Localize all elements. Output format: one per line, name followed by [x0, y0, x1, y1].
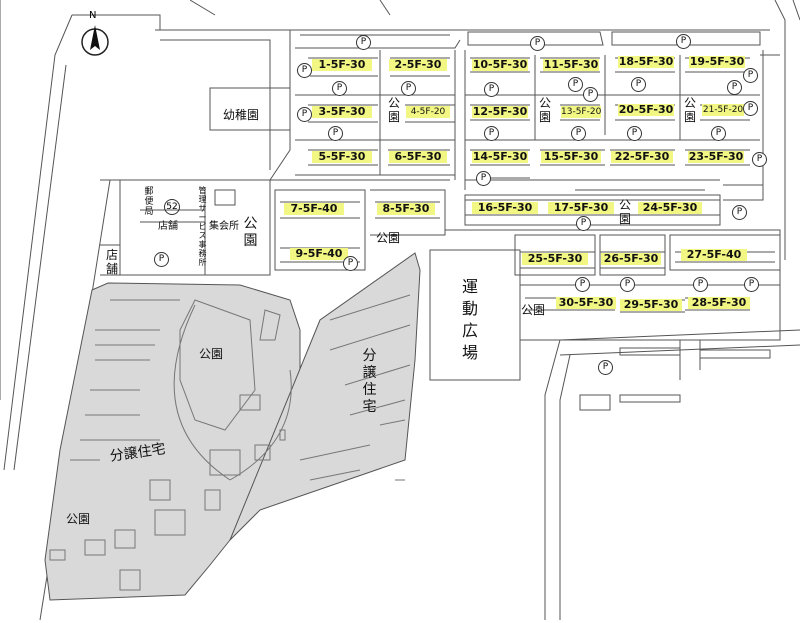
parking-icon: P	[530, 36, 545, 51]
parking-icon: P	[568, 77, 583, 92]
park-label-4: 公園	[683, 96, 696, 124]
building-18-label: 18-5F-30	[618, 55, 674, 68]
building-30-label: 30-5F-30	[556, 297, 616, 309]
building-19-label: 19-5F-30	[689, 55, 745, 68]
building-24-label: 24-5F-30	[638, 202, 702, 214]
meeting-hall-label: 集会所	[209, 221, 239, 232]
parking-icon: P	[476, 171, 491, 186]
building-7-label: 7-5F-40	[284, 203, 344, 215]
parking-icon: P	[743, 101, 758, 116]
north-arrow-icon	[81, 25, 109, 56]
parking-icon: P	[732, 205, 747, 220]
building-20-label: 20-5F-30	[618, 103, 674, 116]
building-10-label: 10-5F-30	[472, 58, 528, 71]
private-housing-label-2: 分譲住宅	[362, 348, 377, 415]
park-label-2: 公園	[387, 96, 400, 124]
parking-icon: P	[693, 277, 708, 292]
building-2-label: 2-5F-30	[389, 59, 447, 71]
route-number-badge: 52	[164, 199, 180, 215]
mgmt-office-label: 管理サービス事務所	[198, 186, 207, 267]
shop-label: 店舗	[158, 221, 178, 232]
post-office-label: 郵便局	[144, 187, 154, 217]
building-9-label: 9-5F-40	[290, 248, 348, 260]
parking-icon: P	[727, 80, 742, 95]
building-17-label: 17-5F-30	[548, 202, 614, 214]
parking-icon: P	[752, 152, 767, 167]
parking-icon: P	[743, 68, 758, 83]
park-label-3: 公園	[538, 96, 551, 124]
park-label-5: 公園	[618, 198, 631, 226]
park-label-9: 公園	[66, 512, 91, 526]
parking-icon: P	[744, 277, 759, 292]
parking-icon: P	[583, 87, 598, 102]
park-label-1: 公園	[243, 216, 258, 249]
parking-icon: P	[631, 77, 646, 92]
park-label-8: 公園	[199, 347, 224, 361]
parking-icon: P	[343, 256, 358, 271]
parking-icon: P	[401, 81, 416, 96]
building-5-label: 5-5F-30	[312, 151, 372, 163]
parking-icon: P	[328, 126, 343, 141]
parking-icon: P	[297, 63, 312, 78]
park-label-6: 公園	[376, 231, 401, 245]
parking-icon: P	[484, 82, 499, 97]
parking-icon: P	[676, 34, 691, 49]
sports-ground-label: 運動広場	[461, 277, 478, 362]
building-27-label: 27-5F-40	[681, 249, 747, 261]
parking-icon: P	[598, 360, 613, 375]
parking-icon: P	[627, 126, 642, 141]
park-label-7: 公園	[521, 303, 546, 317]
parking-icon: P	[576, 216, 591, 231]
building-28-label: 28-5F-30	[688, 297, 750, 309]
parking-icon: P	[484, 126, 499, 141]
shop-corner-label: 店舗	[105, 248, 118, 276]
kindergarten-label: 幼稚園	[223, 108, 260, 122]
building-13-label: 13-5F-20	[561, 106, 602, 118]
parking-icon: P	[356, 35, 371, 50]
building-14-label: 14-5F-30	[472, 150, 528, 163]
building-25-label: 25-5F-30	[522, 253, 588, 265]
building-1-label: 1-5F-30	[312, 59, 372, 71]
building-12-label: 12-5F-30	[472, 105, 528, 118]
parking-icon: P	[711, 126, 726, 141]
building-26-label: 26-5F-30	[601, 253, 661, 265]
parking-icon: P	[571, 126, 586, 141]
north-label: N	[89, 10, 97, 21]
building-11-label: 11-5F-30	[543, 58, 599, 71]
building-15-label: 15-5F-30	[541, 151, 601, 163]
parking-icon: P	[154, 252, 169, 267]
building-29-label: 29-5F-30	[620, 299, 682, 311]
building-16-label: 16-5F-30	[472, 202, 538, 214]
parking-icon: P	[620, 277, 635, 292]
parking-icon: P	[297, 107, 312, 122]
building-22-label: 22-5F-30	[611, 151, 673, 163]
building-23-label: 23-5F-30	[688, 150, 744, 163]
building-8-label: 8-5F-30	[377, 203, 435, 215]
building-6-label: 6-5F-30	[389, 151, 447, 163]
building-21-label: 21-5F-20	[702, 104, 744, 116]
building-4-label: 4-5F-20	[406, 106, 450, 118]
parking-icon: P	[332, 81, 347, 96]
building-3-label: 3-5F-30	[312, 106, 372, 118]
parking-icon: P	[575, 277, 590, 292]
